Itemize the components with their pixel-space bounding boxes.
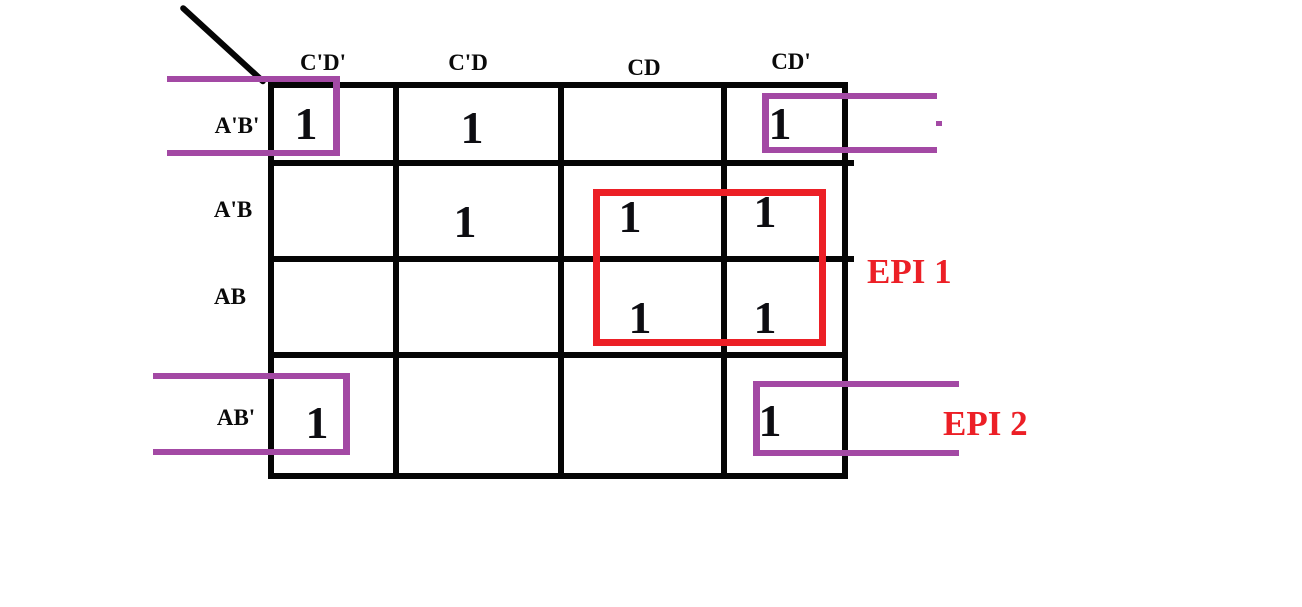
col-header-c-d: CD [627,55,661,80]
grid-hline-bottom-edge [268,473,848,479]
cell-value-r0c1: 1 [460,102,484,153]
grid-vline-left-edge [268,82,274,479]
cell-value-r1c2: 1 [618,191,642,242]
grid-hline-top-edge [268,82,848,88]
cell-value-r1c3: 1 [753,186,777,237]
grid-vline-right-edge [842,82,848,479]
grid-hline-3 [268,352,848,358]
wrap-group-bracket-top-right [762,93,937,153]
cell-value-r3c3: 1 [758,395,782,446]
row-header-not-a-not-b: A'B' [214,113,260,138]
cell-value-r2c2: 1 [628,292,652,343]
grid-hline-2 [268,256,854,262]
grid-vline-1 [393,82,399,479]
col-header-c-not-d: CD' [771,49,811,74]
wrap-group-bracket-bottom-right [753,381,959,456]
col-header-not-c-not-d: C'D' [300,50,346,75]
row-header-not-a-b: A'B [213,197,253,222]
cell-value-r2c3: 1 [753,292,777,343]
cell-value-r3c0: 1 [305,397,329,448]
col-header-not-c-d: C'D [448,50,488,75]
wrap-group-bracket-top-left [167,76,340,156]
row-header-a-not-b: AB' [216,405,256,430]
cell-value-r0c3: 1 [768,98,792,149]
epi2-label: EPI 2 [943,404,1028,443]
row-header-a-b: AB [214,284,246,309]
stray-purple-mark [936,121,942,126]
cell-value-r0c0: 1 [294,98,318,149]
wrap-group-bracket-bottom-left [153,373,350,455]
grid-vline-3 [721,82,727,479]
kmap-corner-diagonal-line [178,4,268,86]
grid-vline-2 [558,82,564,479]
grid-hline-1 [268,160,854,166]
epi1-label: EPI 1 [867,252,952,291]
epi1-group-rectangle [593,189,826,346]
cell-value-r1c1: 1 [453,196,477,247]
